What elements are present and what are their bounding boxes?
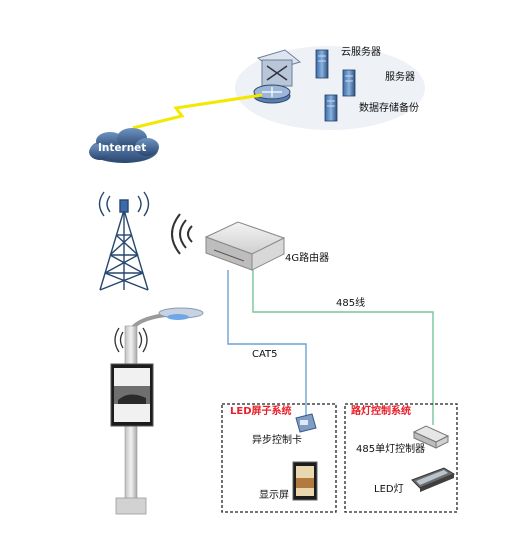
wireless-link [132,93,263,130]
controller-card-icon [295,413,317,433]
rs485-label: 485线 [336,298,366,309]
cell-tower-icon [98,191,150,291]
led-panel-icon [110,363,154,427]
cloud-server-label: 云服务器 [341,47,381,58]
async-card-label: 异步控制卡 [252,435,302,446]
internet-cloud-icon [89,128,159,163]
internet-label: Internet [98,142,147,154]
lamp-system-box [344,403,458,513]
display-label: 显示屏 [259,490,289,501]
led-lamp-label: LED灯 [374,484,404,495]
lamp-system-title: 路灯控制系统 [349,405,413,418]
wifi-signal-icon [171,213,193,255]
router-icon [204,221,286,271]
led-system-box [221,403,337,513]
rs485-cable [252,270,434,425]
router-label: 4G路由器 [285,253,330,264]
server-label: 服务器 [385,72,415,83]
cat5-cable [227,270,307,418]
led-lamp-icon [411,467,456,492]
lamp-controller-icon [412,425,450,449]
led-system-title: LED屏子系统 [228,405,294,418]
data-backup-label: 数据存储备份 [359,103,419,114]
server-icon [315,49,356,122]
cat5-label: CAT5 [252,349,278,360]
display-icon [292,461,318,501]
single-lamp-ctrl-label: 485单灯控制器 [356,444,426,455]
